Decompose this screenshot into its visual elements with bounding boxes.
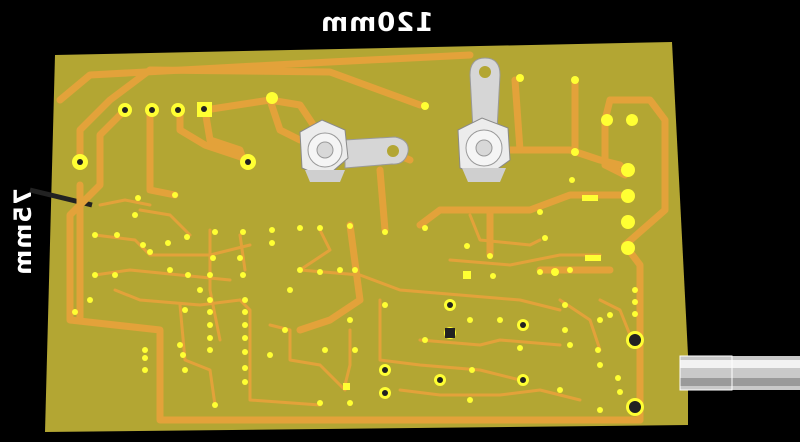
pcb-board [45, 42, 688, 432]
solder-pads [72, 74, 644, 416]
nut-bolt-right [457, 57, 511, 182]
potentiometer-shaft [679, 355, 800, 391]
signal-traces [93, 198, 632, 407]
nut-bolt-left [299, 119, 409, 182]
